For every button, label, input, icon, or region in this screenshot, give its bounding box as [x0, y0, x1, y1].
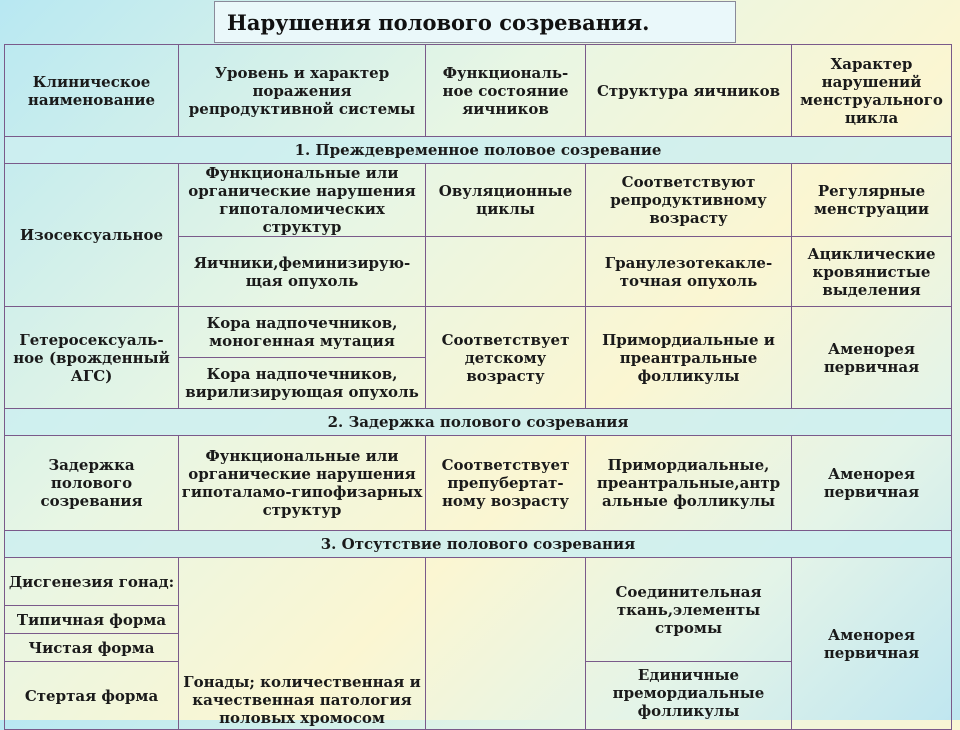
iso-function-b [425, 236, 586, 307]
table-row: Гетеросексуаль-ное (врожденный АГС) Кора… [4, 306, 952, 409]
header-level: Уровень и характер поражения репродуктив… [178, 44, 426, 137]
hetero-name: Гетеросексуаль-ное (врожденный АГС) [4, 306, 179, 409]
delay-structure: Примордиальные, преантральные,антр альны… [585, 435, 792, 531]
iso-level-b: Яичники,феминизирую-щая опухоль [178, 236, 426, 307]
hetero-level-b: Кора надпочечников, вирилизирующая опухо… [178, 357, 426, 409]
page-title: Нарушения полового созревания. [214, 1, 736, 43]
table-row: Типичная форма [4, 605, 952, 634]
dysgenesis-level: Гонады; количественная и качественная па… [178, 557, 426, 730]
header-menstrual-cycle: Характер нарушений менструального цикла [791, 44, 952, 137]
table-row: Чистая форма [4, 633, 952, 662]
header-ovarian-structure: Структура яичников [585, 44, 792, 137]
delay-function: Соответствует препубертат-ному возрасту [425, 435, 586, 531]
table-row: Кора надпочечников, вирилизирующая опухо… [5, 357, 952, 409]
iso-structure-b: Гранулезотекакле-точная опухоль [585, 236, 792, 307]
table-row: Стертая форма Единичные премордиальные ф… [4, 661, 952, 730]
header-ovarian-function: Функциональ-ное состояние яичников [425, 44, 586, 137]
hetero-structure: Примордиальные и преантральные фолликулы [585, 306, 792, 409]
table-row: Задержка полового созревания Функциональ… [4, 435, 952, 531]
form-erased: Стертая форма [4, 661, 179, 730]
delay-menses: Аменорея первичная [791, 435, 952, 531]
section-row: 1. Преждевременное половое созревание [4, 136, 952, 164]
table-row: Дисгенезия гонад: Гонады; количественная… [4, 557, 952, 730]
section-3-title: 3. Отсутствие полового созревания [4, 530, 952, 558]
section-row: 3. Отсутствие полового созревания [4, 530, 952, 558]
iso-name: Изосексуальное [4, 163, 179, 307]
iso-structure-a: Соответствуют репродуктивному возрасту [585, 163, 792, 237]
form-typical: Типичная форма [4, 605, 179, 634]
iso-menses-a: Регулярные менструации [791, 163, 952, 237]
dysgenesis-function [425, 557, 586, 730]
delay-level: Функциональные или органические нарушени… [178, 435, 426, 531]
puberty-disorders-table: Клиническое наименование Уровень и харак… [4, 44, 952, 730]
hetero-function: Соответствует детскому возрасту [425, 306, 586, 409]
dysgenesis-structure-b: Единичные премордиальные фолликулы [585, 661, 792, 730]
table-row: Яичники,феминизирую-щая опухоль Гранулез… [5, 236, 952, 307]
section-row: 2. Задержка полового созревания [4, 408, 952, 436]
section-2-title: 2. Задержка полового созревания [4, 408, 952, 436]
form-pure: Чистая форма [4, 633, 179, 662]
iso-menses-b: Ациклические кровянистые выделения [791, 236, 952, 307]
dysgenesis-menses: Аменорея первичная [791, 557, 952, 730]
delay-name: Задержка полового созревания [4, 435, 179, 531]
section-1-title: 1. Преждевременное половое созревание [4, 136, 952, 164]
iso-function-a: Овуляционные циклы [425, 163, 586, 237]
dysgenesis-structure-a: Соединительная ткань,элементы стромы [585, 557, 792, 662]
header-clinical-name: Клиническое наименование [4, 44, 179, 137]
dysgenesis-name: Дисгенезия гонад: [4, 557, 179, 606]
hetero-level-a: Кора надпочечников, моногенная мутация [178, 306, 426, 358]
iso-level-a: Функциональные или органические нарушени… [178, 163, 426, 237]
hetero-menses: Аменорея первичная [791, 306, 952, 409]
header-row: Клиническое наименование Уровень и харак… [4, 44, 952, 137]
table-row: Изосексуальное Функциональные или органи… [4, 163, 952, 307]
